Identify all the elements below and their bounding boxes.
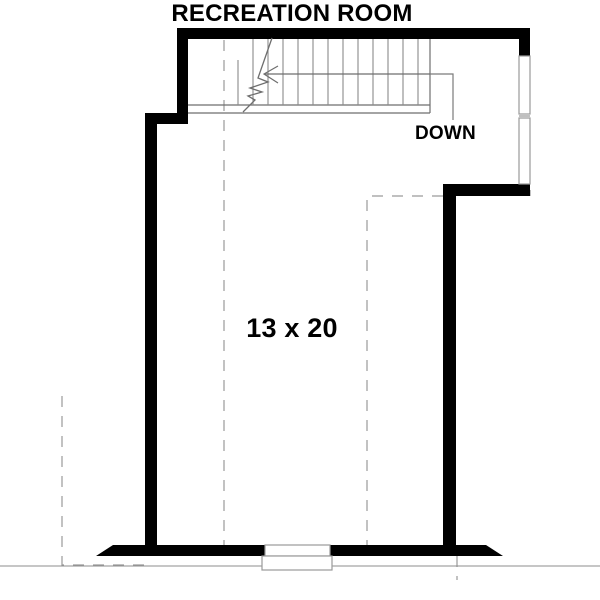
stair-direction-arrowhead — [262, 65, 279, 84]
down-leader-line — [430, 73, 454, 120]
left-jog-wall — [145, 113, 188, 124]
upper-right-wall-top — [519, 28, 530, 56]
right-vertical-outline — [366, 195, 443, 556]
room-dimensions-label: 13 x 20 — [246, 313, 338, 343]
bottom-wall-right — [330, 545, 486, 556]
upper-right-return-wall — [443, 184, 530, 196]
right-window-lower-pane — [518, 117, 531, 185]
room-name-label: RECREATION ROOM — [171, 0, 413, 27]
upper-left-wall — [177, 28, 188, 113]
down-label-leader — [430, 73, 454, 120]
dashed-outline-group — [61, 40, 458, 580]
wall-group — [96, 28, 530, 556]
top-wall — [177, 28, 530, 39]
reference-line-group — [0, 190, 600, 567]
right-wall-window — [518, 55, 531, 185]
stair-treads — [237, 39, 419, 105]
bottom-window-sill-projection — [261, 555, 333, 571]
left-below-grade-outline — [61, 396, 148, 566]
stair-break-line — [242, 37, 273, 113]
bottom-wall-left — [113, 545, 265, 556]
left-wall — [145, 113, 157, 556]
right-wall — [443, 184, 456, 556]
bottom-wall-left-cap — [96, 545, 113, 556]
stair-down-label: DOWN — [415, 123, 476, 144]
bottom-wall-window — [261, 544, 333, 571]
bottom-wall-right-cap — [486, 545, 503, 556]
right-window-upper-pane — [518, 55, 531, 115]
stair-group — [188, 37, 431, 114]
bottom-window-pane — [264, 544, 331, 557]
